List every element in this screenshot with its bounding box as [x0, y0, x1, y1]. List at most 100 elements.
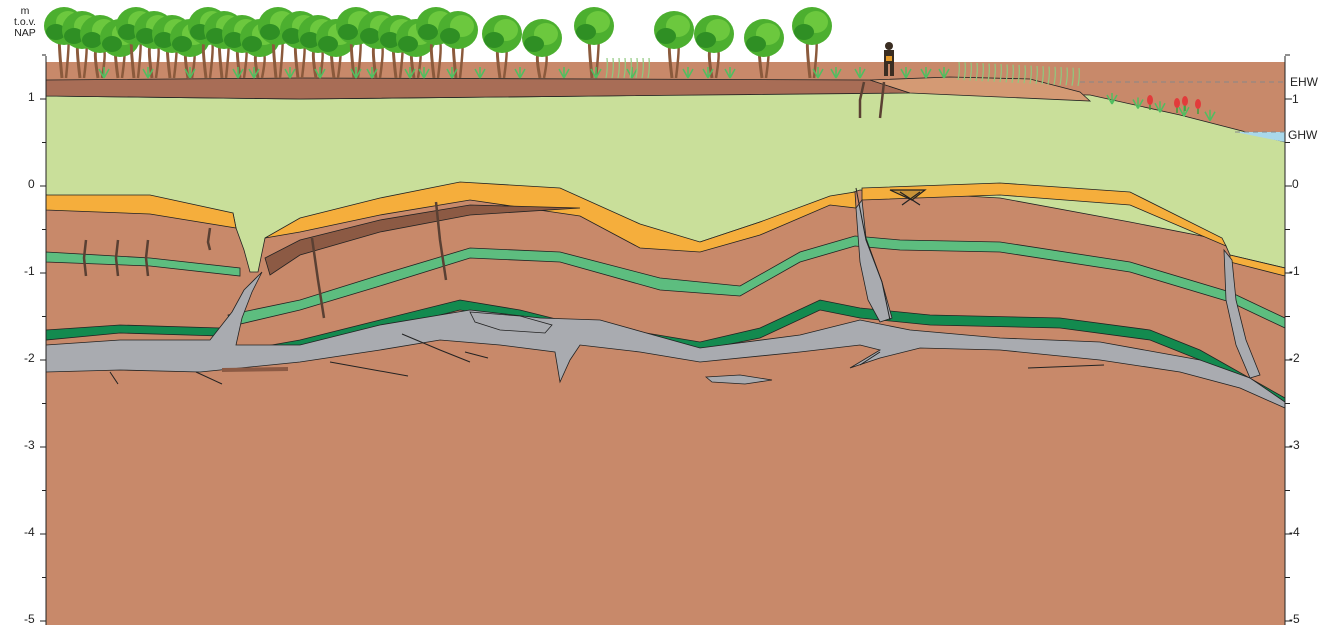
reed-stalk: [987, 63, 990, 82]
grass-tuft: [514, 67, 526, 79]
flower: [1174, 98, 1180, 113]
right-tick-m4: -4: [1289, 525, 1300, 539]
grass-tuft: [232, 67, 244, 79]
right-tick-m1: -1: [1289, 264, 1300, 278]
right-tick-m2: -2: [1289, 351, 1300, 365]
unit-line-tov: t.o.v.: [14, 16, 36, 28]
grass-tuft: [1178, 105, 1190, 117]
grass-tuft: [558, 67, 570, 79]
axis-unit-label: m t.o.v. NAP: [6, 6, 44, 39]
grass-tuft: [314, 67, 326, 79]
grass-tuft: [590, 67, 602, 79]
reed-stalk: [617, 57, 620, 79]
grass-tuft: [1204, 109, 1216, 122]
reed-stalk: [1023, 65, 1026, 84]
grass-tuft: [350, 67, 362, 79]
peat-lens: [222, 367, 288, 372]
right-tick-m3: -3: [1289, 438, 1300, 452]
right-tick-0: 0: [1292, 177, 1299, 191]
flower: [1195, 99, 1201, 114]
grass-tuft: [98, 67, 110, 79]
grass-tuft: [626, 67, 638, 79]
reed-stalk: [1077, 67, 1080, 87]
left-tick-m5: -5: [24, 612, 35, 626]
tree: [438, 11, 478, 79]
root-lines: [82, 81, 886, 319]
left-tick-m3: -3: [24, 438, 35, 452]
reed-stalk: [635, 57, 638, 79]
dark-peat-wedge: [264, 204, 581, 276]
reed-stalk: [1071, 67, 1074, 86]
grey-channel-network: [45, 271, 1286, 409]
grass-tuft: [366, 67, 378, 79]
grass-tuft: [1106, 93, 1118, 105]
grass-tuft: [404, 67, 416, 79]
wreck-marker: [889, 189, 927, 206]
grey-lens-2: [704, 374, 773, 385]
grass-tuft: [938, 67, 950, 79]
reed-stalk: [611, 57, 614, 79]
left-tick-m4: -4: [24, 525, 35, 539]
grass-tuft: [854, 67, 866, 79]
grass-tuft: [812, 67, 824, 79]
tree: [744, 19, 784, 79]
reed-stalk: [993, 63, 996, 82]
grass-tuft: [142, 67, 154, 79]
reed-stalk: [957, 61, 960, 81]
right-tick-1: 1: [1292, 92, 1299, 106]
salt-marsh-flowers: [1147, 95, 1201, 114]
forest: [44, 7, 832, 79]
reed-stalk: [629, 57, 632, 79]
top-light-strip: [869, 76, 1092, 102]
reed-stalk: [1029, 65, 1032, 84]
grass-tuft: [702, 67, 714, 79]
grass-tuft: [1154, 101, 1166, 113]
reed-stalk: [1047, 66, 1050, 85]
grass-tuft: [682, 67, 694, 79]
grass-tuft: [446, 67, 458, 79]
reed-stalk: [963, 62, 966, 81]
reed-stalk: [1053, 66, 1056, 85]
reed-stalk: [981, 63, 984, 82]
reed-stalk: [605, 57, 608, 79]
tree: [792, 7, 832, 79]
orange-band-middle: [264, 181, 857, 253]
ehw-label: EHW: [1290, 75, 1318, 89]
right-axis-ticks: [1285, 54, 1292, 622]
crack-lines: [109, 187, 1105, 385]
reed-patch: [605, 57, 1080, 87]
left-axis-ticks: [40, 54, 46, 622]
left-tick-m2: -2: [24, 351, 35, 365]
right-tick-m5: -5: [1289, 612, 1300, 626]
reed-stalk: [1065, 67, 1068, 86]
grass-tuft: [284, 67, 296, 79]
ghw-label: GHW: [1288, 128, 1318, 142]
reed-stalk: [641, 57, 644, 79]
grass-tuft: [920, 67, 932, 79]
water-body: [1235, 132, 1285, 142]
grass-tuft: [900, 67, 912, 79]
reed-stalk: [1005, 64, 1008, 83]
left-tick-1: 1: [28, 90, 35, 104]
grass-tuft: [248, 67, 260, 79]
grass-tufts: [98, 67, 1216, 122]
reed-stalk: [975, 62, 978, 82]
flower: [1147, 95, 1153, 110]
reed-stalk: [969, 62, 972, 81]
grass-tuft: [1132, 97, 1144, 109]
tree: [574, 7, 614, 79]
reed-stalk: [1035, 65, 1038, 85]
reed-stalk: [1011, 64, 1014, 83]
reed-stalk: [1041, 66, 1044, 85]
unit-line-m: m: [20, 5, 30, 17]
unit-line-nap: NAP: [14, 27, 36, 39]
tree: [694, 15, 734, 79]
person-figure: [884, 42, 894, 76]
tree: [522, 19, 562, 79]
grey-right-channel: [1223, 248, 1261, 379]
tree: [654, 11, 694, 79]
left-tick-0: 0: [28, 177, 35, 191]
grass-tuft: [830, 67, 842, 79]
reed-stalk: [999, 64, 1002, 83]
